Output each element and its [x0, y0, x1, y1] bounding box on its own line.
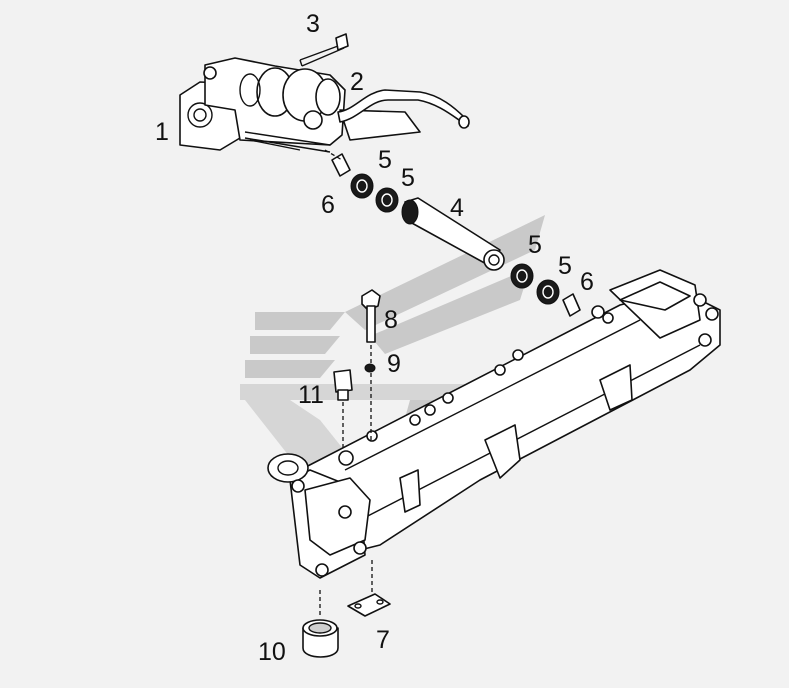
seal-5-upper-a	[350, 173, 374, 199]
gasket-6-lower	[562, 293, 581, 317]
callout-2: 2	[350, 68, 364, 96]
callout-5d: 5	[558, 252, 572, 280]
bolt-3	[299, 33, 349, 67]
callout-10: 10	[258, 638, 286, 666]
callout-3: 3	[306, 10, 320, 38]
callout-9: 9	[387, 350, 401, 378]
callout-1: 1	[155, 118, 169, 146]
cap-10	[302, 590, 339, 658]
callout-5c: 5	[528, 231, 542, 259]
tube-line	[337, 89, 470, 129]
callout-8: 8	[384, 306, 398, 334]
callout-11: 11	[298, 381, 324, 409]
seal-5-lower-a	[510, 263, 534, 289]
gasket-7	[347, 560, 391, 617]
egr-cooler-body	[267, 269, 721, 579]
connecting-pipe-4	[401, 197, 505, 271]
callout-4: 4	[450, 194, 464, 222]
egr-valve-body	[179, 57, 421, 153]
seal-5-lower-b	[536, 279, 560, 305]
callout-6a: 6	[321, 191, 335, 219]
callout-5a: 5	[378, 146, 392, 174]
bolt-8	[361, 289, 381, 440]
callout-6b: 6	[580, 268, 594, 296]
callout-5b: 5	[401, 164, 415, 192]
callout-7: 7	[376, 626, 390, 654]
fitting-11	[333, 369, 353, 452]
seal-5-upper-b	[375, 187, 399, 213]
gasket-6-upper	[324, 149, 351, 177]
washer-9	[364, 363, 376, 373]
